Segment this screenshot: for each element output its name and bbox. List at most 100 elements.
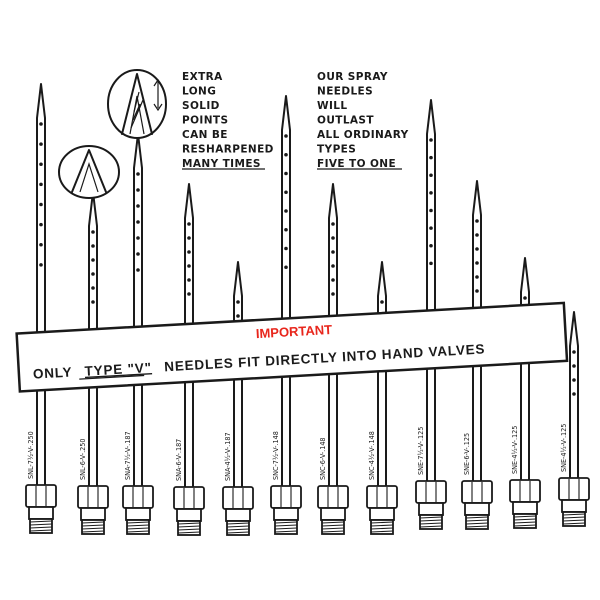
spray-hole <box>187 292 191 296</box>
spray-hole <box>136 188 140 192</box>
threaded-stem <box>321 519 345 535</box>
spray-hole <box>572 350 576 354</box>
fitting-collar <box>320 507 346 521</box>
thread-line <box>274 521 298 524</box>
spray-hole <box>39 182 43 187</box>
needle-shaft <box>328 183 338 487</box>
magnified-tip-small <box>58 145 120 199</box>
spray-hole <box>429 261 433 266</box>
spray-hole <box>284 171 288 176</box>
spray-hole <box>429 173 433 178</box>
needle-model-label: SNC-6-V-.148 <box>318 437 327 480</box>
needle-model-label: SNE-7½-V-.125 <box>416 427 425 475</box>
needle-model-label: SNA-6-V-.187 <box>174 439 183 481</box>
needle-model-label: SNE-4½-V-.125 <box>510 426 519 474</box>
spray-hole <box>39 263 43 267</box>
thread-line <box>226 531 250 534</box>
needle-model-label: SNC-7½-V-.148 <box>271 431 280 480</box>
spray-hole <box>284 246 288 251</box>
thread-line <box>419 519 443 522</box>
thread-line <box>81 527 105 530</box>
needle: SNA-6-V-.187 <box>173 183 205 536</box>
thread-line <box>29 526 53 529</box>
thread-line <box>370 527 394 530</box>
needle-shaft <box>569 311 579 479</box>
hex-nut <box>270 485 302 509</box>
callout-left-line: LONG <box>182 86 216 98</box>
spray-hole <box>284 209 288 213</box>
threaded-stem <box>226 520 250 536</box>
spray-hole <box>475 233 479 237</box>
spray-hole <box>136 268 140 272</box>
spray-hole <box>39 142 43 146</box>
thread-line <box>274 524 298 527</box>
spray-hole <box>136 220 140 224</box>
needle-model-label: SNC-4½-V-.148 <box>367 431 376 480</box>
needle: SNE-4½-V-.125 <box>558 311 590 527</box>
banner-type-underline <box>79 374 145 380</box>
spray-hole <box>39 202 43 207</box>
thread-line <box>226 522 250 525</box>
callout-left-line: POINTS <box>182 115 228 127</box>
spray-hole <box>284 227 288 232</box>
thread-line <box>177 531 201 534</box>
threaded-stem <box>29 518 53 534</box>
fitting-collar <box>561 499 587 513</box>
needle-model-label: SNL-7½-V-.250 <box>26 431 35 479</box>
needle-shaft <box>520 257 530 481</box>
hex-nut <box>509 479 541 503</box>
spray-hole <box>187 250 191 254</box>
thread-line <box>562 519 586 522</box>
magnified-tip-large <box>107 69 167 139</box>
thread-line <box>177 522 201 525</box>
callout-left-line: RESHARPENED <box>182 144 274 156</box>
spray-hole <box>91 230 95 234</box>
threaded-stem <box>81 519 105 535</box>
callout-right-line: ALL ORDINARY <box>317 129 409 141</box>
thread-line <box>274 530 298 533</box>
thread-line <box>513 518 537 521</box>
needle-model-label: SNE-4½-V-.125 <box>559 424 568 472</box>
spray-hole <box>572 364 576 368</box>
spray-hole <box>236 314 240 318</box>
threaded-stem <box>513 513 537 529</box>
thread-line <box>29 523 53 526</box>
needle-shaft <box>133 133 143 487</box>
spray-hole <box>136 204 140 208</box>
hex-nut <box>366 485 398 509</box>
thread-line <box>465 522 489 525</box>
banner-line-part2: TYPE "V" <box>84 360 152 379</box>
threaded-stem <box>274 519 298 535</box>
spray-hole <box>187 222 191 226</box>
thread-line <box>465 519 489 522</box>
spray-hole <box>429 243 433 248</box>
thread-line <box>465 516 489 519</box>
hex-nut <box>558 477 590 501</box>
callout-right-line: TYPES <box>317 144 356 156</box>
fitting-collar <box>273 507 299 521</box>
hex-nut <box>77 485 109 509</box>
thread-line <box>126 521 150 524</box>
hex-nut <box>461 480 493 504</box>
spray-hole <box>187 236 191 240</box>
spray-hole <box>429 191 433 195</box>
spray-hole <box>187 264 191 268</box>
spray-hole <box>91 272 95 276</box>
spray-hole <box>39 162 43 167</box>
thread-line <box>513 524 537 527</box>
callout-left-line: MANY TIMES <box>182 158 261 170</box>
needle: SNE-4½-V-.125 <box>509 257 541 529</box>
spray-hole <box>91 258 95 262</box>
spray-hole <box>331 278 335 282</box>
callout-right-line: NEEDLES <box>317 86 373 98</box>
spray-hole <box>475 219 479 223</box>
needle: SNE-7½-V-.125 <box>415 99 447 530</box>
callout-right-line: OUR SPRAY <box>317 71 388 83</box>
fitting-collar <box>125 507 151 521</box>
spray-hole <box>236 300 240 304</box>
banner-line-part1: ONLY <box>33 364 73 381</box>
thread-line <box>29 520 53 523</box>
hex-nut <box>317 485 349 509</box>
